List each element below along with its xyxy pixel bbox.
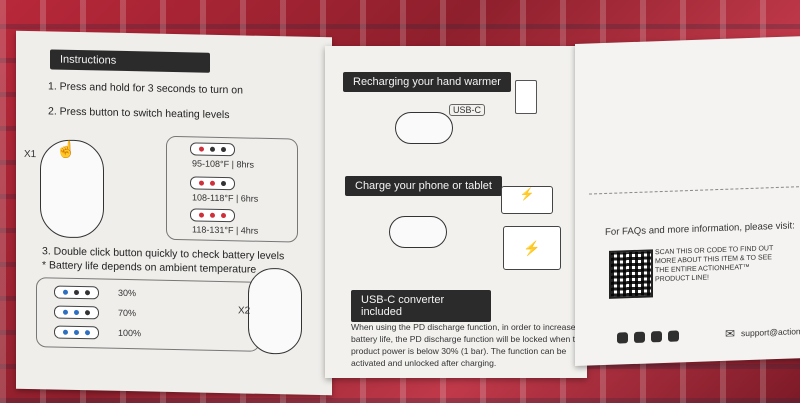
pd-text-line-1: When using the PD discharge function, in… [351, 322, 590, 332]
qr-code[interactable] [609, 249, 653, 299]
scan-line-3: THE ENTIRE ACTIONHEAT™ [655, 263, 750, 275]
warmer-discharge-illustration [389, 216, 447, 248]
instructions-title: Instructions [50, 49, 210, 73]
battery-70-text: 70% [118, 307, 137, 319]
battery-note: * Battery life depends on ambient temper… [42, 259, 257, 276]
x2-label: X2 [238, 305, 251, 317]
charging-panel: Recharging your hand warmer USB-C Charge… [325, 46, 590, 378]
x1-label: X1 [24, 148, 37, 161]
support-email[interactable]: support@actionh [741, 326, 800, 339]
hand-press-icon: ☝ [56, 141, 76, 159]
phone-icon: ⚡ [501, 186, 553, 214]
battery-led-100 [54, 325, 99, 340]
battery-led-30 [54, 285, 99, 300]
social-icons [617, 330, 679, 344]
battery-30-text: 30% [118, 287, 137, 299]
support-panel: For FAQs and more information, please vi… [575, 35, 800, 367]
faq-text: For FAQs and more information, please vi… [605, 220, 795, 239]
battery-100-text: 100% [118, 327, 142, 339]
recharge-title: Recharging your hand warmer [343, 72, 511, 92]
battery-led-70 [54, 305, 99, 320]
warmer-charging-illustration [395, 112, 453, 144]
tablet-icon: ⚡ [503, 226, 561, 270]
fold-line [589, 186, 799, 195]
level-1-text: 95-108°F | 8hrs [192, 158, 254, 170]
wall-adapter-icon [515, 80, 537, 114]
charge-phone-title: Charge your phone or tablet [345, 176, 502, 196]
pd-text-line-2: battery life, the PD discharge function … [351, 334, 585, 344]
scan-line-4: PRODUCT LINE! [655, 274, 709, 284]
pd-text-line-4: activated and unlocked after charging. [351, 358, 497, 368]
pd-text-line-3: product power is below 30% (1 bar). The … [351, 346, 567, 356]
led-level-1 [190, 142, 235, 157]
step-2-text: 2. Press button to switch heating levels [48, 105, 230, 122]
converter-title: USB-C converter included [351, 290, 491, 322]
facebook-icon[interactable] [617, 332, 628, 344]
level-2-text: 108-118°F | 6hrs [192, 192, 259, 204]
scan-line-2: MORE ABOUT THIS ITEM & TO SEE [655, 254, 772, 266]
instructions-panel: Instructions 1. Press and hold for 3 sec… [16, 30, 332, 396]
led-level-3 [190, 208, 235, 223]
usbc-label: USB-C [449, 104, 486, 116]
step-1-text: 1. Press and hold for 3 seconds to turn … [48, 80, 243, 97]
email-icon: ✉ [725, 326, 736, 341]
youtube-icon[interactable] [668, 330, 679, 342]
hand-warmer-illustration-2 [248, 267, 302, 355]
led-level-2 [190, 176, 235, 191]
tiktok-icon[interactable] [634, 331, 645, 343]
level-3-text: 118-131°F | 4hrs [192, 224, 259, 236]
instagram-icon[interactable] [651, 331, 662, 343]
